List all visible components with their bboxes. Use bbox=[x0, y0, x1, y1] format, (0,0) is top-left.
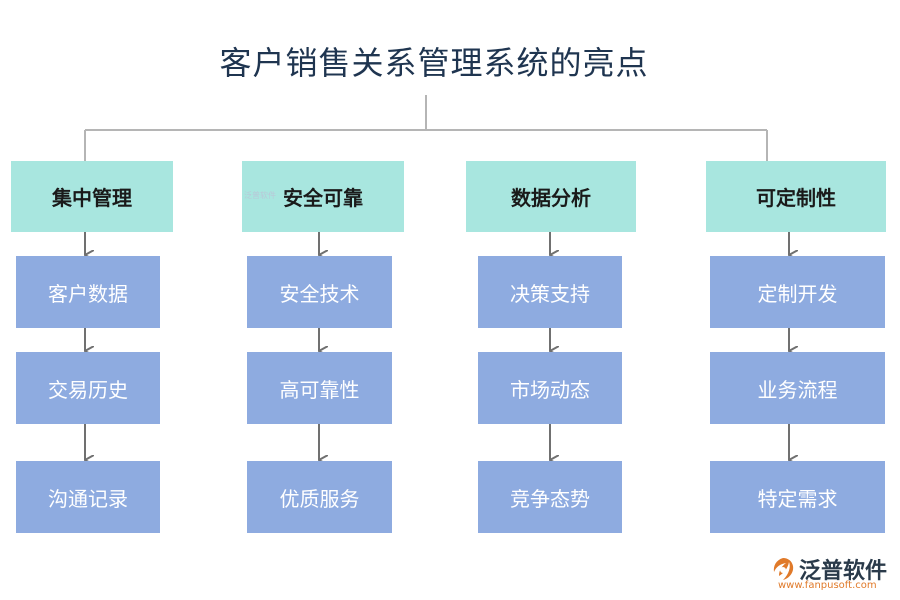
watermark-logo-text: 泛普软件 bbox=[799, 559, 888, 584]
fanpu-logo-icon bbox=[773, 558, 794, 580]
item-box-3-2: 市场动态 bbox=[478, 352, 622, 424]
item-box-2-3: 优质服务 bbox=[247, 461, 392, 533]
item-box-2-2: 高可靠性 bbox=[247, 352, 392, 424]
item-box-3-1: 决策支持 bbox=[478, 256, 622, 328]
item-box-1-1: 客户数据 bbox=[16, 256, 160, 328]
diagram-title: 客户销售关系管理系统的亮点 bbox=[219, 44, 649, 82]
category-box-3: 数据分析 bbox=[466, 161, 636, 232]
watermark-small-text: 泛普软件 bbox=[244, 191, 276, 200]
item-box-4-3: 特定需求 bbox=[710, 461, 885, 533]
item-box-4-2: 业务流程 bbox=[710, 352, 885, 424]
item-box-1-3: 沟通记录 bbox=[16, 461, 160, 533]
item-box-2-1: 安全技术 bbox=[247, 256, 392, 328]
watermark-url: www.fanpusoft.com bbox=[778, 580, 877, 591]
watermark-logo: 泛普软件 bbox=[770, 553, 887, 585]
category-box-1: 集中管理 bbox=[11, 161, 173, 232]
item-box-3-3: 竞争态势 bbox=[478, 461, 622, 533]
category-box-2: 安全可靠 bbox=[242, 161, 404, 232]
item-box-4-1: 定制开发 bbox=[710, 256, 885, 328]
item-box-1-2: 交易历史 bbox=[16, 352, 160, 424]
category-box-4: 可定制性 bbox=[706, 161, 886, 232]
